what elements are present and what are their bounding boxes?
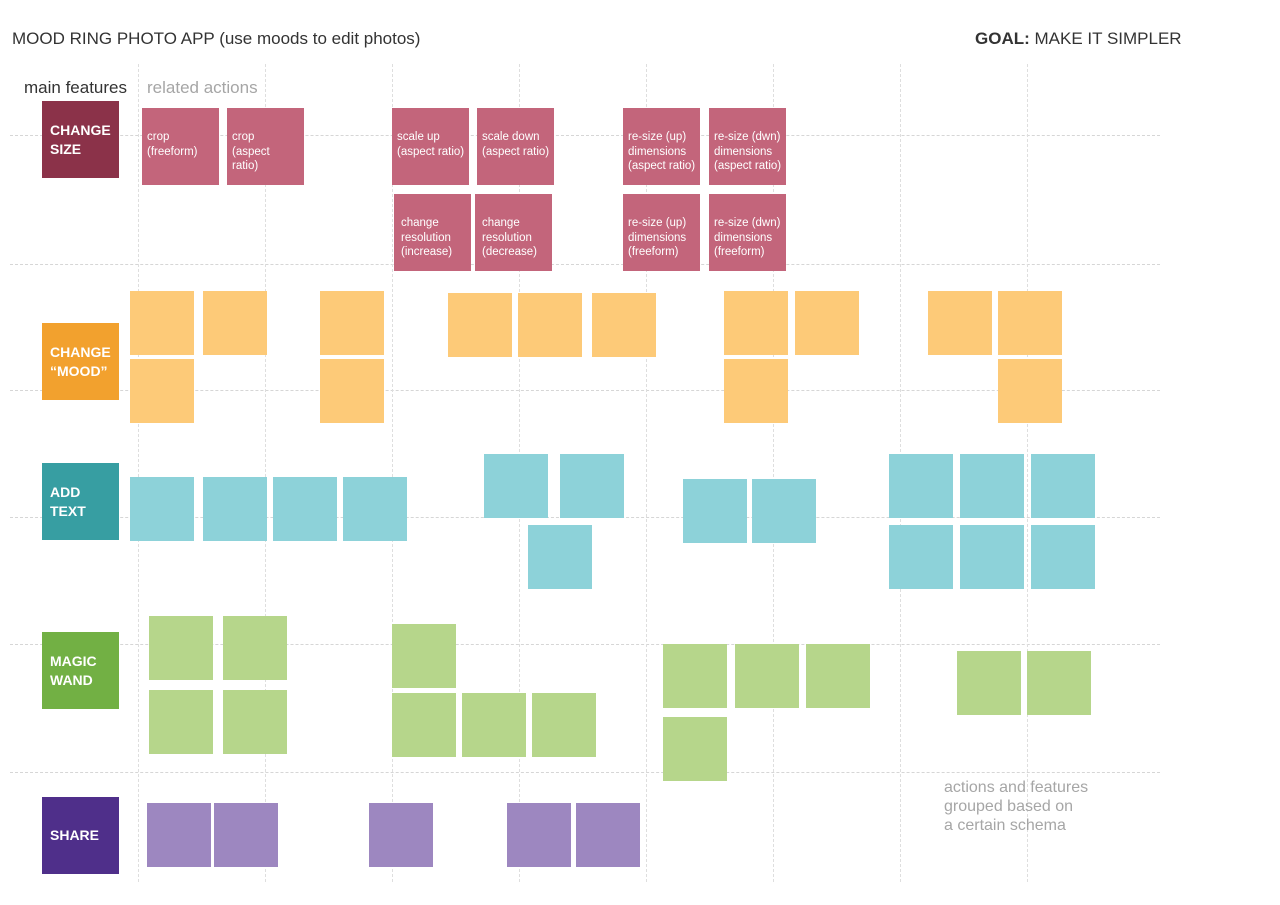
goal-statement: GOAL: MAKE IT SIMPLER bbox=[975, 29, 1182, 49]
mood-note bbox=[592, 293, 656, 357]
text-note bbox=[203, 477, 267, 541]
share-note bbox=[214, 803, 278, 867]
text-note bbox=[273, 477, 337, 541]
mood-note bbox=[998, 359, 1062, 423]
related-actions-label: related actions bbox=[147, 78, 258, 97]
grid-vline bbox=[773, 64, 774, 882]
wand-note bbox=[663, 644, 727, 708]
wand-note bbox=[149, 690, 213, 754]
text-note bbox=[889, 525, 953, 589]
grid-hline bbox=[10, 264, 1160, 265]
grid-vline bbox=[1027, 64, 1028, 882]
mood-note bbox=[130, 291, 194, 355]
wand-note bbox=[392, 624, 456, 688]
mood-note bbox=[320, 291, 384, 355]
share-note bbox=[507, 803, 571, 867]
grid-vline bbox=[265, 64, 266, 882]
text-note bbox=[343, 477, 407, 541]
grid-vline bbox=[392, 64, 393, 882]
text-note bbox=[960, 454, 1024, 518]
mood-note bbox=[928, 291, 992, 355]
wand-note bbox=[957, 651, 1021, 715]
text-note bbox=[560, 454, 624, 518]
mood-note bbox=[795, 291, 859, 355]
wand-note bbox=[1027, 651, 1091, 715]
page-title: MOOD RING PHOTO APP (use moods to edit p… bbox=[12, 29, 421, 48]
wand-note bbox=[532, 693, 596, 757]
goal-text: MAKE IT SIMPLER bbox=[1034, 29, 1182, 48]
feature-change-size: CHANGE SIZE bbox=[42, 101, 119, 178]
text-note bbox=[1031, 525, 1095, 589]
action-resize-dwn-aspect: re-size (dwn) dimensions (aspect ratio) bbox=[709, 108, 786, 185]
goal-label: GOAL: bbox=[975, 29, 1030, 48]
grid-hline bbox=[10, 772, 1160, 773]
wand-note bbox=[223, 616, 287, 680]
action-resize-dwn-freeform: re-size (dwn) dimensions (freeform) bbox=[709, 194, 786, 271]
share-note bbox=[147, 803, 211, 867]
feature-add-text: ADD TEXT bbox=[42, 463, 119, 540]
wand-note bbox=[392, 693, 456, 757]
text-note bbox=[960, 525, 1024, 589]
text-note bbox=[683, 479, 747, 543]
mood-note bbox=[448, 293, 512, 357]
wand-note bbox=[462, 693, 526, 757]
text-note bbox=[528, 525, 592, 589]
mood-note bbox=[518, 293, 582, 357]
mood-note bbox=[724, 291, 788, 355]
wand-note bbox=[149, 616, 213, 680]
text-note bbox=[484, 454, 548, 518]
action-crop-freeform: crop (freeform) bbox=[142, 108, 219, 185]
mood-note bbox=[320, 359, 384, 423]
wand-note bbox=[806, 644, 870, 708]
action-scale-up: scale up (aspect ratio) bbox=[392, 108, 469, 185]
action-resize-up-freeform: re-size (up) dimensions (freeform) bbox=[623, 194, 700, 271]
action-change-res-increase: change resolution (increase) bbox=[394, 194, 471, 271]
feature-magic-wand: MAGIC WAND bbox=[42, 632, 119, 709]
mood-note bbox=[203, 291, 267, 355]
text-note bbox=[752, 479, 816, 543]
feature-change-mood: CHANGE “MOOD” bbox=[42, 323, 119, 400]
share-note bbox=[576, 803, 640, 867]
text-note bbox=[130, 477, 194, 541]
action-change-res-decrease: change resolution (decrease) bbox=[475, 194, 552, 271]
share-note bbox=[369, 803, 433, 867]
text-note bbox=[1031, 454, 1095, 518]
schema-footnote: actions and features grouped based on a … bbox=[944, 779, 1089, 834]
wand-note bbox=[223, 690, 287, 754]
action-scale-down: scale down (aspect ratio) bbox=[477, 108, 554, 185]
grid-vline bbox=[646, 64, 647, 882]
wand-note bbox=[663, 717, 727, 781]
wand-note bbox=[735, 644, 799, 708]
main-features-label: main features bbox=[24, 78, 127, 97]
feature-share: SHARE bbox=[42, 797, 119, 874]
mood-note bbox=[998, 291, 1062, 355]
mood-note bbox=[724, 359, 788, 423]
mood-note bbox=[130, 359, 194, 423]
action-crop-aspect: crop (aspect ratio) bbox=[227, 108, 304, 185]
text-note bbox=[889, 454, 953, 518]
grid-vline bbox=[138, 64, 139, 882]
action-resize-up-aspect: re-size (up) dimensions (aspect ratio) bbox=[623, 108, 700, 185]
